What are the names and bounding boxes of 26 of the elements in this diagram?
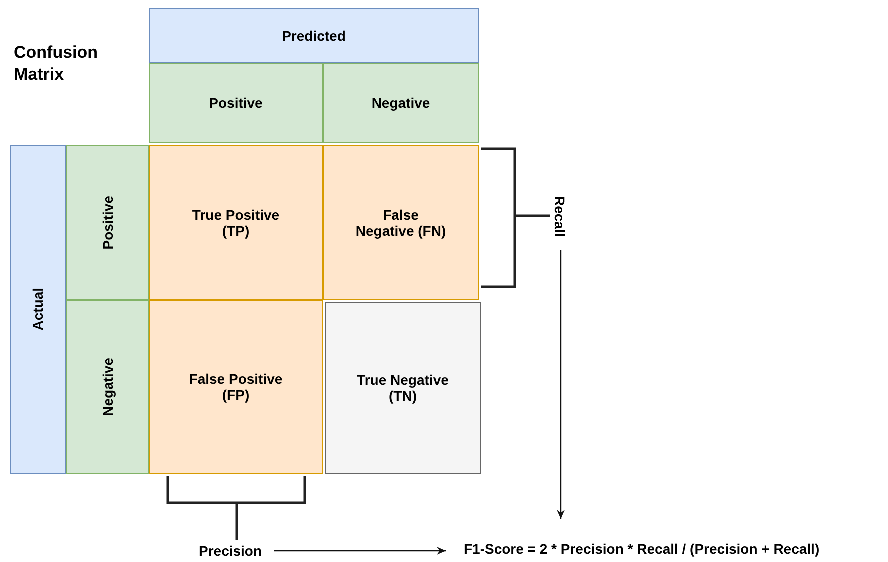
arrow bbox=[557, 250, 565, 519]
cell-label: Predicted bbox=[282, 28, 346, 44]
header-cell bbox=[10, 145, 66, 474]
header-cell bbox=[66, 145, 149, 300]
cell-label: Actual bbox=[30, 288, 46, 331]
header-cell bbox=[149, 8, 479, 63]
cell-label: False Negative (FN) bbox=[354, 206, 448, 238]
cell-label: True Negative (TN) bbox=[356, 372, 450, 404]
cell-label: Positive bbox=[100, 196, 116, 250]
matrix-cell bbox=[323, 145, 479, 300]
cell-label: Positive bbox=[209, 95, 263, 111]
matrix-cell bbox=[149, 145, 323, 300]
cell-label: True Positive (TP) bbox=[191, 206, 281, 238]
metric-label: Recall bbox=[552, 196, 568, 238]
header-cell bbox=[149, 63, 323, 143]
matrix-cell bbox=[325, 302, 481, 474]
header-cell bbox=[66, 300, 149, 474]
cell-label: Negative bbox=[100, 358, 116, 416]
formula-text: F1-Score = 2 * Precision * Recall / (Precision + Recall) bbox=[464, 541, 820, 557]
header-cell bbox=[323, 63, 479, 143]
cell-label: False Positive (FP) bbox=[188, 371, 284, 403]
title: Confusion Matrix bbox=[14, 42, 100, 86]
arrow bbox=[274, 547, 446, 555]
metric-label: Precision bbox=[199, 543, 262, 559]
cell-label: Negative bbox=[372, 95, 430, 111]
matrix-cell bbox=[149, 300, 323, 474]
